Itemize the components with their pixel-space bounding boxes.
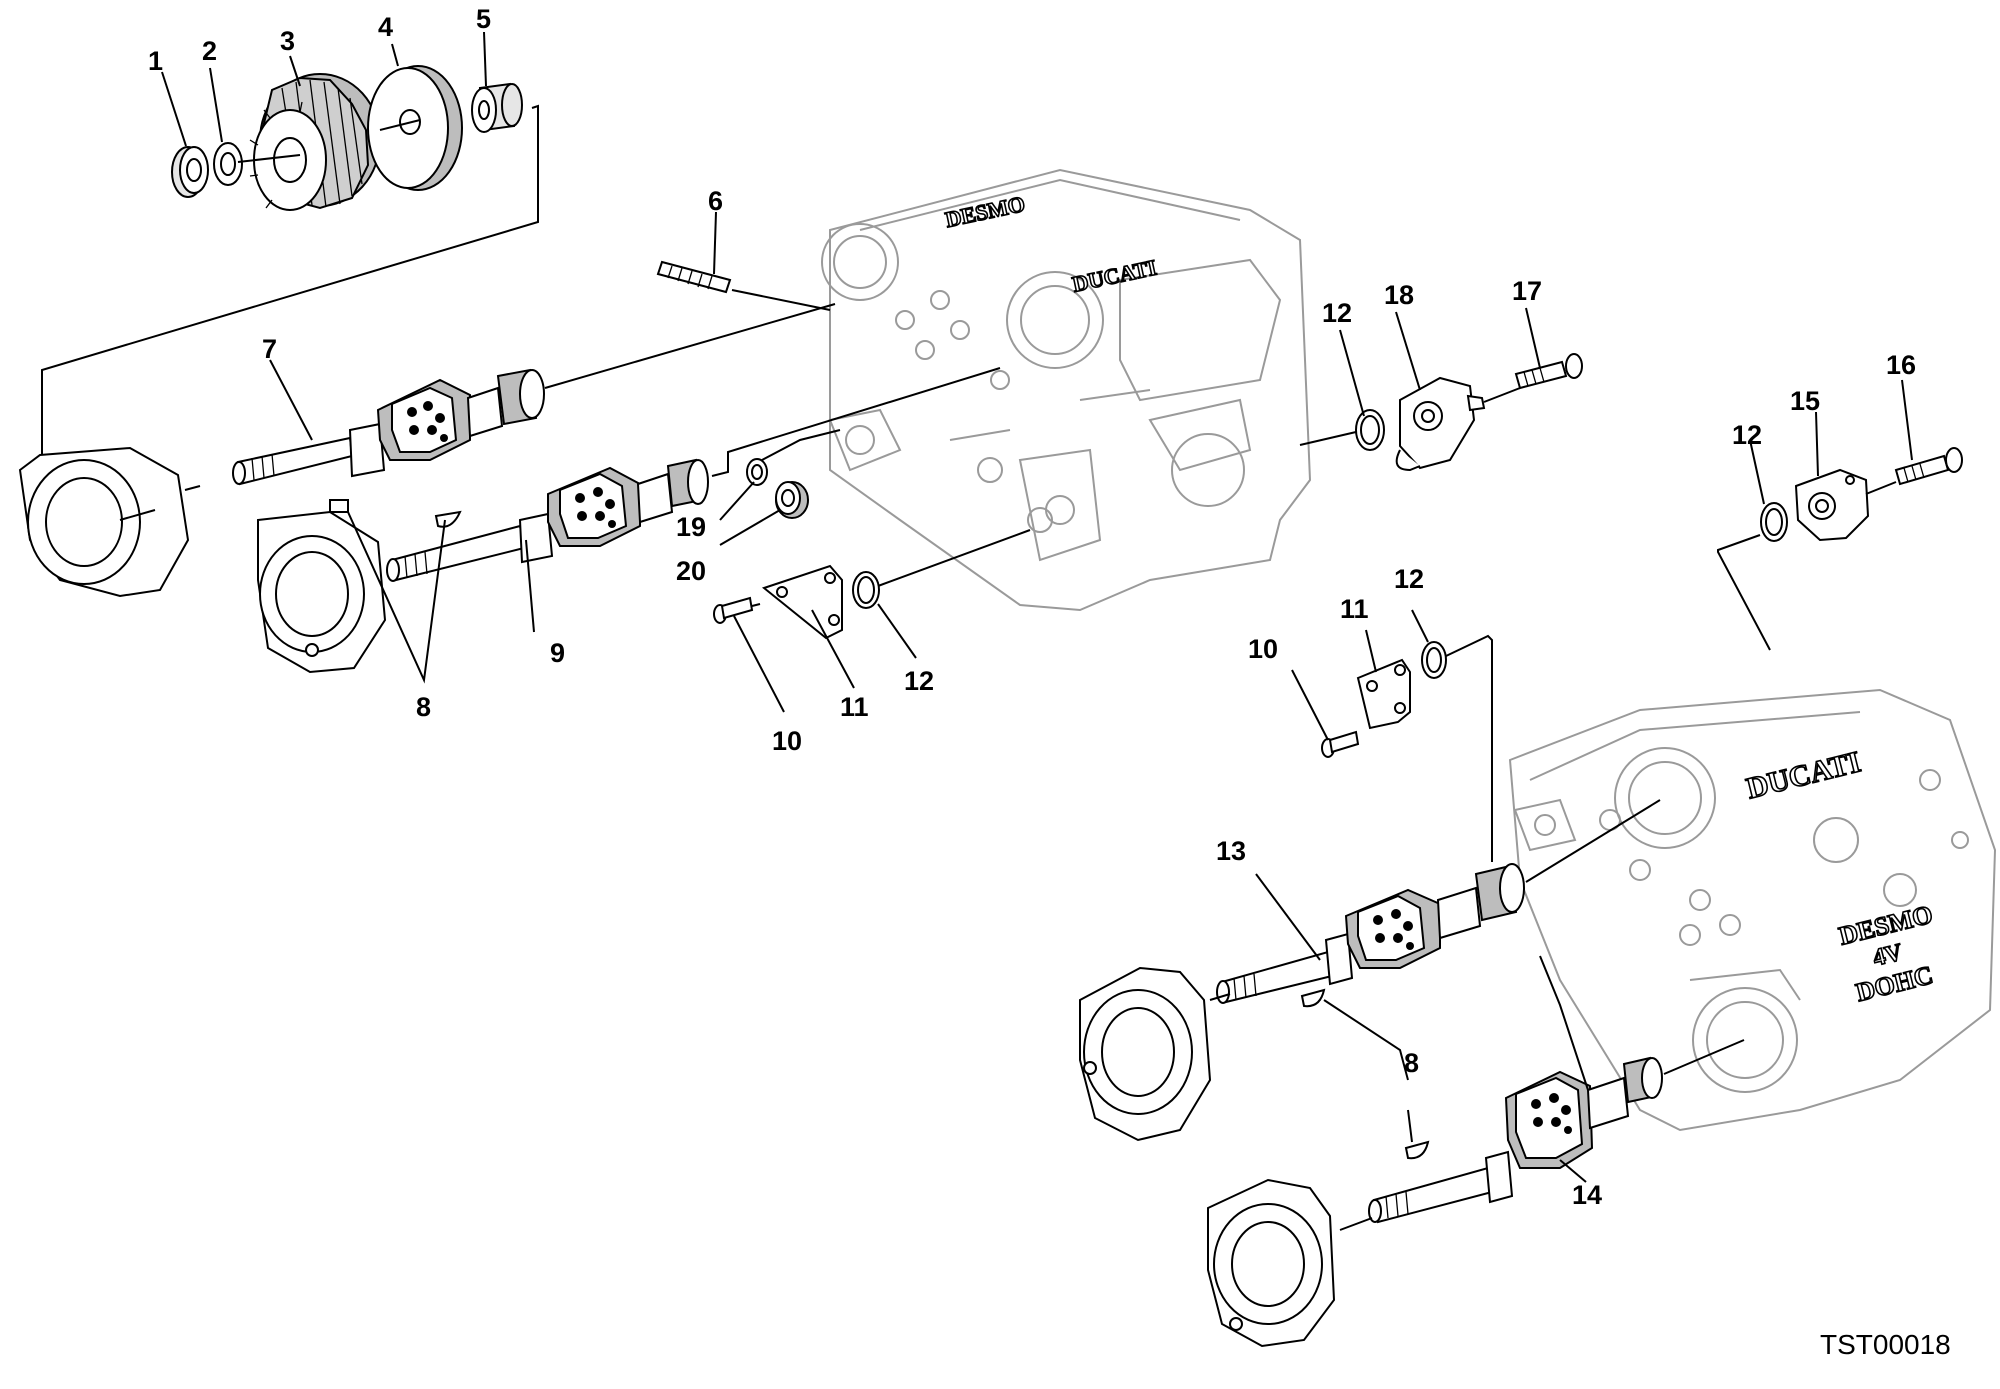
callout-12-far-right: 12 [1732,420,1762,450]
callout-17: 17 [1512,276,1542,306]
part-tensioner-15 [1794,468,1897,542]
drawing-code: TST00018 [1820,1329,1951,1360]
callout-12-upper: 12 [904,666,934,696]
callout-7: 7 [262,334,277,364]
callout-14: 14 [1572,1180,1602,1210]
part-stud [656,260,831,311]
callout-4: 4 [378,12,393,42]
callout-labels: 1 2 3 4 5 6 7 8 9 10 11 12 19 20 12 18 1… [148,4,1916,1210]
callout-11-lower: 11 [1340,594,1369,624]
callout-2: 2 [202,36,217,66]
callout-13: 13 [1216,836,1246,866]
part-cover-disc [367,65,463,191]
callout-20: 20 [676,556,706,586]
callout-8-lower: 8 [1404,1048,1419,1078]
pulley-assembly [41,65,539,470]
part-washer [213,142,243,186]
part-bolt-17 [1514,353,1583,390]
callout-19: 19 [676,512,706,542]
part-bushing [471,82,523,133]
part-screw-10-lower [1321,730,1360,758]
callout-10-upper: 10 [772,726,802,756]
part-seal-19 [746,429,841,486]
part-right-cover-lower [1207,1178,1373,1348]
callout-8-upper: 8 [416,692,431,722]
callout-10-lower: 10 [1248,634,1278,664]
part-toothed-pulley [249,73,381,211]
part-camshaft-7 [232,303,836,486]
part-woodruff-keys-upper [329,499,462,684]
part-right-cover-upper [1079,966,1231,1142]
part-camshaft-9 [386,367,1001,582]
part-camshaft-13 [1216,799,1661,1004]
callout-18: 18 [1384,280,1414,310]
part-left-cover-lower [257,510,387,674]
callout-12-right: 12 [1322,298,1352,328]
part-screw-10-upper [713,596,761,624]
callout-12-lower: 12 [1394,564,1424,594]
callout-6: 6 [708,186,723,216]
callout-5: 5 [476,4,491,34]
part-oring-12-right [1299,409,1385,451]
part-oring-12-far-right [1717,502,1788,651]
leader-lines [161,31,1913,1183]
casting-brand-top-ducati: DUCATI [1070,255,1158,297]
lower-cylinder-head: DUCATI DESMO 4V DOHC [1508,688,1997,1132]
part-camshaft-14 [1368,955,1745,1224]
casting-brand-bottom-ducati: DUCATI [1743,745,1864,805]
upper-cylinder-head: DESMO DUCATI [821,168,1312,612]
part-oring-12-lower [1421,634,1493,862]
callout-9: 9 [550,638,565,668]
callout-11-upper: 11 [840,692,869,722]
part-nut [171,146,209,198]
part-plate-11-upper [761,564,843,640]
callout-3: 3 [280,26,295,56]
part-bolt-16 [1894,447,1963,486]
part-tensioner-18 [1395,376,1521,472]
callout-15: 15 [1790,386,1820,416]
callout-16: 16 [1886,350,1916,380]
part-left-cover-upper [18,446,201,598]
part-woodruff-keys-lower [1300,988,1430,1160]
part-plate-11-lower [1356,658,1411,730]
callout-1: 1 [148,46,163,76]
part-oring-12-upper [852,529,1031,609]
part-ring-20 [775,481,809,519]
